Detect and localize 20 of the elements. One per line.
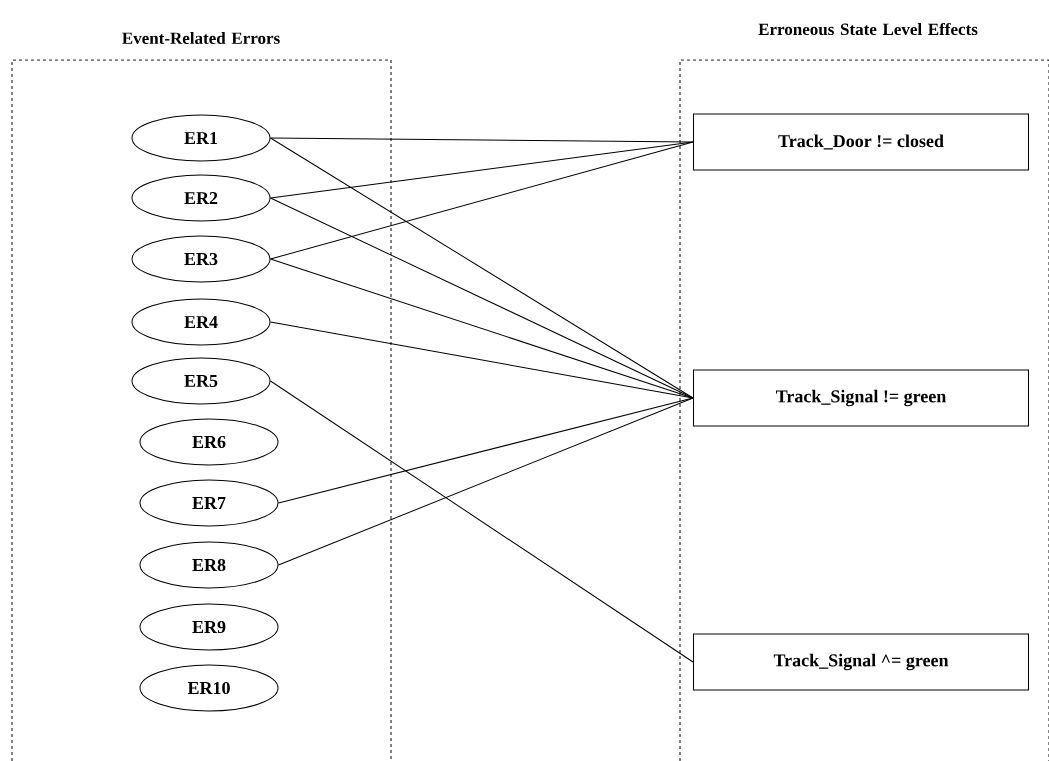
connector-line: [278, 397, 694, 566]
connector-line: [270, 137, 694, 399]
connector-line: [270, 141, 694, 260]
ellipse-node: ER4: [131, 298, 271, 346]
connector-line: [270, 321, 694, 399]
ellipse-node: ER5: [131, 357, 271, 405]
connector-line: [270, 137, 694, 143]
ellipse-node: ER2: [131, 174, 271, 222]
ellipse-node: ER3: [131, 235, 271, 283]
state-box: Track_Signal ^= green: [693, 633, 1029, 691]
ellipse-node: ER1: [131, 114, 271, 162]
state-box: Track_Door != closed: [693, 113, 1029, 171]
state-box: Track_Signal != green: [693, 369, 1029, 427]
ellipse-node: ER10: [139, 664, 279, 712]
ellipse-node: ER9: [139, 603, 279, 651]
ellipse-node: ER8: [139, 541, 279, 589]
connector-line: [270, 380, 694, 663]
ellipse-node: ER7: [139, 479, 279, 527]
connector-line: [270, 258, 694, 399]
ellipse-node: ER6: [139, 418, 279, 466]
